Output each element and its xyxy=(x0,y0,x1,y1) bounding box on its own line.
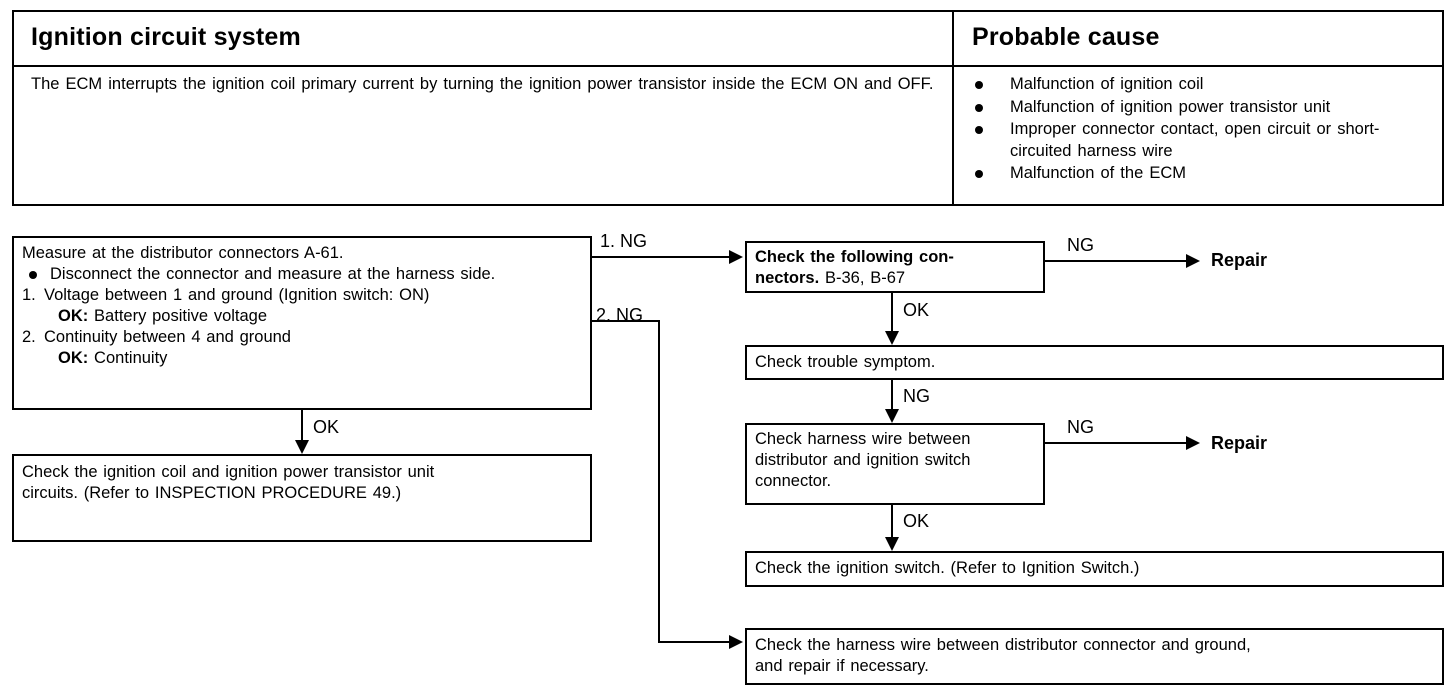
label-ng1: 1. NG xyxy=(600,231,648,251)
arrowhead-right-repair-1 xyxy=(1186,254,1200,268)
connector-line-ng2-horizontal xyxy=(658,641,729,643)
connector-line-ng2-stub xyxy=(592,320,660,322)
ok-value: Battery positive voltage xyxy=(94,307,268,325)
bullet-icon xyxy=(975,81,983,89)
arrowhead-down-ok-harness xyxy=(885,537,899,551)
connectors-line-1: Check the following con- xyxy=(755,248,954,266)
arrowhead-down-ok-measure xyxy=(295,440,309,454)
label-repair-2: Repair xyxy=(1211,433,1268,453)
label-ok-harness: OK xyxy=(903,511,930,531)
cause-text: Malfunction of ignition coil xyxy=(1010,75,1204,93)
arrowhead-right-ng1 xyxy=(729,250,743,264)
probable-cause-title: Probable cause xyxy=(972,23,1160,51)
cause-text: Improper connector contact, open circuit… xyxy=(1010,120,1380,160)
flow-box-measure-distributor: Measure at the distributor connectors A-… xyxy=(12,236,592,410)
harness-gnd-line-2: and repair if necessary. xyxy=(755,657,929,675)
measure-step-2-ok: OK: Continuity xyxy=(22,348,582,369)
symptom-text: Check trouble symptom. xyxy=(755,353,936,371)
measure-step-2: 2. Continuity between 4 and ground xyxy=(22,327,582,348)
coil-box-line-1: Check the ignition coil and ignition pow… xyxy=(22,463,435,481)
arrowhead-right-ng2 xyxy=(729,635,743,649)
flow-box-check-harness-ignition-switch: Check harness wire between distributor a… xyxy=(745,423,1045,505)
arrowhead-right-repair-2 xyxy=(1186,436,1200,450)
harness-sw-line-1: Check harness wire between xyxy=(755,430,971,448)
connector-codes: B-36, B-67 xyxy=(819,269,906,287)
ok-value: Continuity xyxy=(94,349,168,367)
ok-label: OK: xyxy=(58,349,89,367)
ignition-switch-text: Check the ignition switch. (Refer to Ign… xyxy=(755,559,1140,577)
page-title: Ignition circuit system xyxy=(31,23,301,51)
connectors-label: nectors. xyxy=(755,269,820,287)
harness-sw-line-2: distributor and ignition switch xyxy=(755,451,971,469)
list-item: Malfunction of the ECM xyxy=(970,163,1440,185)
connector-line-ng-harness xyxy=(1045,442,1186,444)
label-ng-symptom: NG xyxy=(903,386,930,406)
bullet-icon xyxy=(975,103,983,112)
measure-title: Measure at the distributor connectors A-… xyxy=(22,244,344,262)
label-ng-harness: NG xyxy=(1067,417,1094,437)
bullet-icon xyxy=(975,170,983,178)
list-item: Malfunction of ignition power transistor… xyxy=(970,97,1440,119)
flow-box-check-connectors: Check the following con- nectors. B-36, … xyxy=(745,241,1045,293)
step-2-number: 2. xyxy=(22,328,36,346)
list-item: Improper connector contact, open circuit… xyxy=(970,119,1440,162)
label-ng2: 2. NG xyxy=(596,305,644,325)
label-repair-1: Repair xyxy=(1211,250,1268,270)
connector-line-ok-harness xyxy=(891,505,893,537)
measure-bullet-text: Disconnect the connector and measure at … xyxy=(50,265,496,283)
measure-bullet-item: Disconnect the connector and measure at … xyxy=(22,264,582,285)
system-description: The ECM interrupts the ignition coil pri… xyxy=(31,75,934,93)
connector-line-ng-symptom xyxy=(891,380,893,409)
bullet-icon xyxy=(29,271,37,279)
step-2-text: Continuity between 4 and ground xyxy=(44,328,291,346)
probable-cause-list: Malfunction of ignition coil Malfunction… xyxy=(970,74,1440,186)
header-table: Ignition circuit system Probable cause T… xyxy=(12,10,1444,206)
header-vertical-divider xyxy=(952,12,954,204)
flow-box-check-harness-ground: Check the harness wire between distribut… xyxy=(745,628,1444,685)
step-1-text: Voltage between 1 and ground (Ignition s… xyxy=(44,286,430,304)
arrowhead-down-ok-connectors xyxy=(885,331,899,345)
cause-text: Malfunction of ignition power transistor… xyxy=(1010,97,1331,116)
measure-step-1: 1. Voltage between 1 and ground (Ignitio… xyxy=(22,285,582,306)
label-ok-connectors: OK xyxy=(903,300,930,320)
step-1-number: 1. xyxy=(22,286,36,304)
harness-gnd-line-1: Check the harness wire between distribut… xyxy=(755,636,1251,654)
label-ng-connectors: NG xyxy=(1067,235,1094,255)
connector-line-ng-connectors xyxy=(1045,260,1186,262)
coil-box-line-2: circuits. (Refer to INSPECTION PROCEDURE… xyxy=(22,484,402,502)
connectors-line-2: nectors. B-36, B-67 xyxy=(755,268,1035,289)
label-ok-measure: OK xyxy=(313,417,340,437)
connector-line-ng1 xyxy=(592,256,729,258)
connector-line-ok-measure xyxy=(301,410,303,440)
flow-box-check-trouble-symptom: Check trouble symptom. xyxy=(745,345,1444,380)
harness-sw-line-3: connector. xyxy=(755,472,832,490)
list-item: Malfunction of ignition coil xyxy=(970,74,1440,96)
cause-text: Malfunction of the ECM xyxy=(1010,164,1186,182)
flow-box-check-coil-circuits: Check the ignition coil and ignition pow… xyxy=(12,454,592,542)
connector-line-ok-connectors xyxy=(891,293,893,331)
flow-box-check-ignition-switch: Check the ignition switch. (Refer to Ign… xyxy=(745,551,1444,587)
arrowhead-down-ng-symptom xyxy=(885,409,899,423)
ok-label: OK: xyxy=(58,307,89,325)
header-horizontal-divider xyxy=(14,65,1442,67)
measure-step-1-ok: OK: Battery positive voltage xyxy=(22,306,582,327)
connector-line-ng2-vertical xyxy=(658,320,660,643)
bullet-icon xyxy=(975,126,983,134)
